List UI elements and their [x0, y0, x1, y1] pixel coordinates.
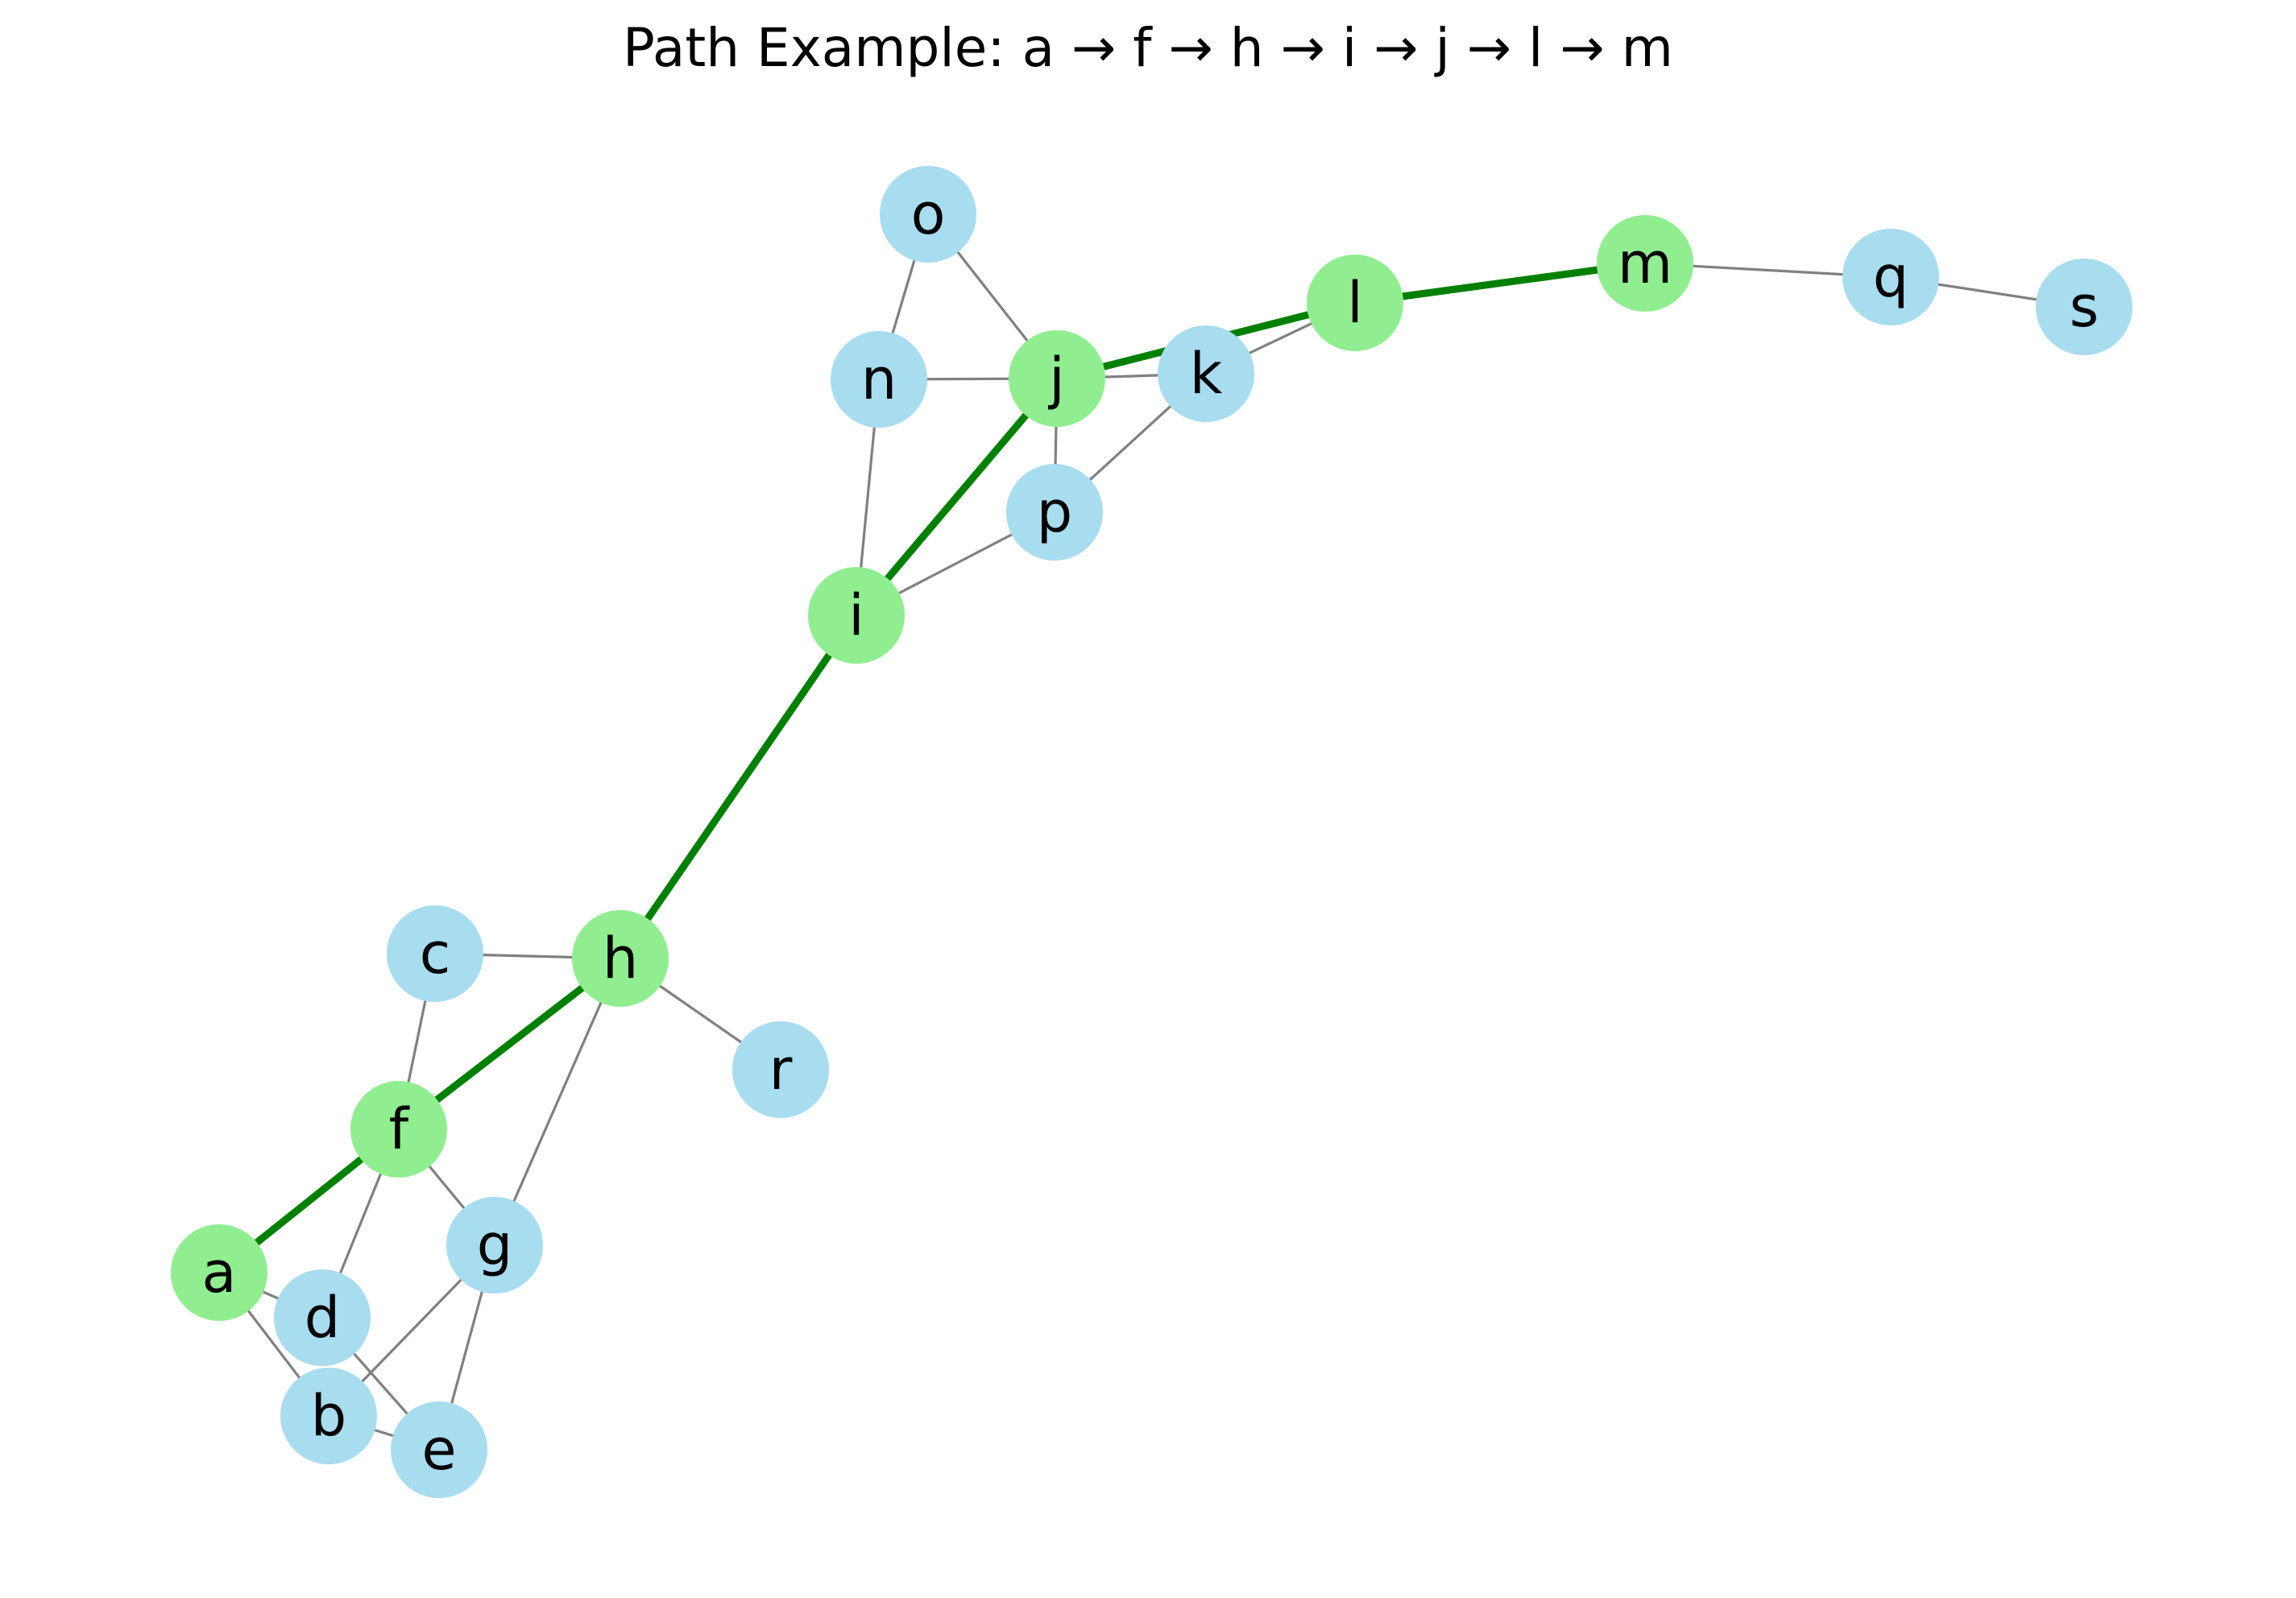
node-label-k: k: [1190, 341, 1223, 407]
node-d: d: [274, 1269, 371, 1366]
node-circle-j: [1009, 330, 1105, 427]
node-p: p: [1006, 464, 1103, 561]
node-m: m: [1597, 215, 1693, 312]
node-circle-f: [350, 1081, 447, 1178]
node-circle-p: [1006, 464, 1103, 561]
edge-h-i-path: [617, 613, 860, 961]
node-label-m: m: [1618, 230, 1672, 296]
node-label-d: d: [305, 1285, 340, 1351]
node-label-l: l: [1347, 270, 1362, 336]
graph-title: Path Example: a → f → h → i → j → l → m: [623, 17, 1673, 79]
node-k: k: [1158, 325, 1254, 422]
node-circle-s: [2036, 259, 2132, 355]
node-circle-n: [831, 331, 927, 428]
node-label-b: b: [311, 1383, 346, 1449]
edge-i-j-path: [853, 376, 1060, 618]
node-circle-c: [387, 905, 483, 1002]
node-j: j: [1009, 330, 1105, 427]
node-circle-h: [572, 910, 669, 1007]
node-circle-o: [880, 166, 976, 263]
node-label-f: f: [389, 1096, 410, 1162]
node-label-o: o: [911, 181, 946, 247]
node-b: b: [280, 1368, 377, 1464]
node-c: c: [387, 905, 483, 1002]
node-h: h: [572, 910, 669, 1007]
node-circle-l: [1307, 255, 1403, 351]
node-label-n: n: [861, 346, 897, 412]
node-circle-a: [171, 1224, 267, 1321]
node-o: o: [880, 166, 976, 263]
node-i: i: [808, 567, 905, 664]
node-f: f: [350, 1081, 447, 1178]
edge-g-h: [493, 958, 622, 1246]
node-circle-e: [391, 1401, 487, 1498]
node-label-e: e: [421, 1417, 456, 1483]
node-circle-d: [274, 1269, 371, 1366]
node-circle-q: [1842, 229, 1939, 325]
node-label-q: q: [1873, 244, 1908, 310]
node-a: a: [171, 1224, 267, 1321]
node-circle-m: [1597, 215, 1693, 312]
node-circle-g: [446, 1197, 543, 1294]
node-circle-k: [1158, 325, 1254, 422]
node-label-p: p: [1037, 479, 1072, 545]
node-label-j: j: [1047, 346, 1064, 412]
node-q: q: [1842, 229, 1939, 325]
node-label-r: r: [769, 1037, 793, 1103]
node-label-h: h: [603, 925, 638, 992]
edge-l-m-path: [1354, 259, 1646, 307]
node-r: r: [732, 1021, 829, 1118]
node-label-a: a: [202, 1240, 237, 1306]
node-circle-i: [808, 567, 905, 664]
node-label-s: s: [2070, 274, 2099, 340]
node-g: g: [446, 1197, 543, 1294]
node-n: n: [831, 331, 927, 428]
node-s: s: [2036, 259, 2132, 355]
node-circle-r: [732, 1021, 829, 1118]
node-label-g: g: [477, 1212, 512, 1278]
node-e: e: [391, 1401, 487, 1498]
node-l: l: [1307, 255, 1403, 351]
node-label-c: c: [420, 921, 451, 987]
node-circle-b: [280, 1368, 377, 1464]
nodes-layer: a b c d e f g h i j k l m n o p q r s: [171, 166, 2132, 1498]
node-label-i: i: [848, 582, 864, 648]
